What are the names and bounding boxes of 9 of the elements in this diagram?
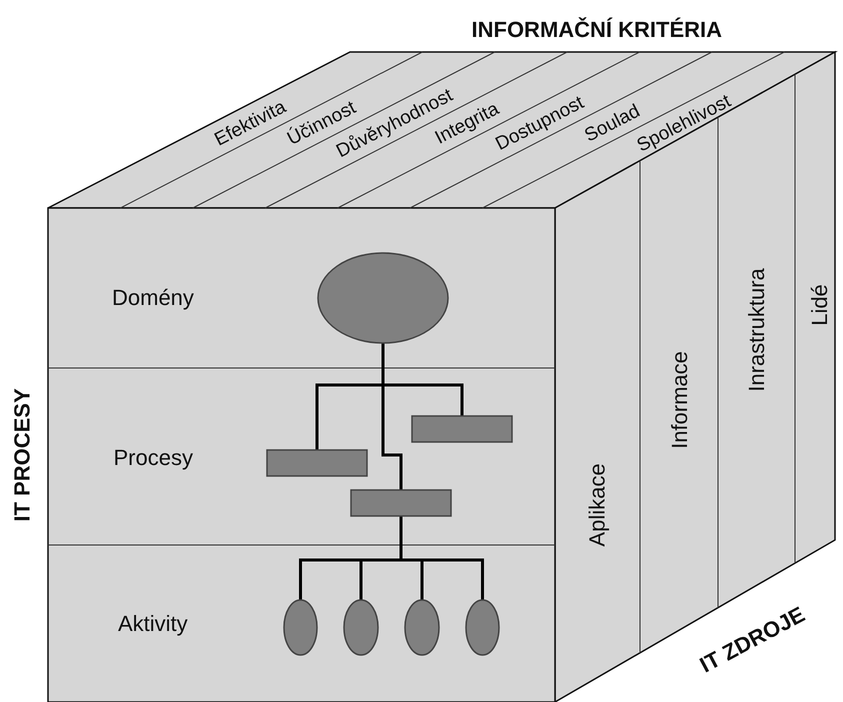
resource-label: Aplikace bbox=[584, 463, 610, 547]
resource-label: Lidé bbox=[806, 284, 833, 326]
domain-label: Domény bbox=[112, 285, 194, 311]
axis-title: IT PROCESY bbox=[9, 388, 36, 522]
resource-label: Informace bbox=[666, 351, 693, 449]
resource-label: Inrastruktura bbox=[744, 268, 770, 392]
axis-title: INFORMAČNÍ KRITÉRIA bbox=[472, 17, 722, 43]
domain-label: Procesy bbox=[114, 445, 193, 471]
domain-label: Aktivity bbox=[118, 611, 188, 637]
